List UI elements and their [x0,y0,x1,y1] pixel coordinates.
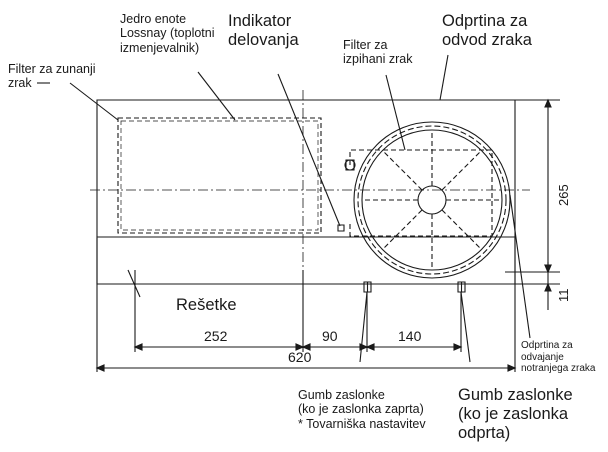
label-exhaust-outlet: Odprtina za odvod zraka [442,12,532,49]
lossnay-core [118,118,321,233]
label-grilles: Rešetke [176,296,237,314]
unit-housing [97,100,515,237]
label-indoor-outlet: Odprtina za odvajanje notranjega zraka [521,340,596,374]
label-damper-open: Gumb zaslonke (ko je zaslonka odprta) [458,386,573,442]
dimension-140: 140 [398,328,422,344]
dimension-620: 620 [288,349,312,365]
exhaust-wheel [354,122,510,278]
label-outdoor-filter: Filter za zunanji zrak [8,62,96,91]
indicator-light [338,225,344,231]
label-damper-closed: Gumb zaslonke (ko je zaslonka zaprta) * … [298,388,426,431]
exhaust-filter-housing [350,150,492,236]
label-exhaust-filter: Filter za izpihani zrak [343,38,413,67]
dimension-265: 265 [556,184,571,206]
label-operation-indicator: Indikator delovanja [228,12,299,49]
dimension-90: 90 [322,328,338,344]
label-lossnay-core: Jedro enote Lossnay (toplotni izmenjeval… [120,12,215,55]
dimension-11: 11 [556,288,571,303]
dimension-252: 252 [204,328,228,344]
grille-panel [97,237,515,284]
